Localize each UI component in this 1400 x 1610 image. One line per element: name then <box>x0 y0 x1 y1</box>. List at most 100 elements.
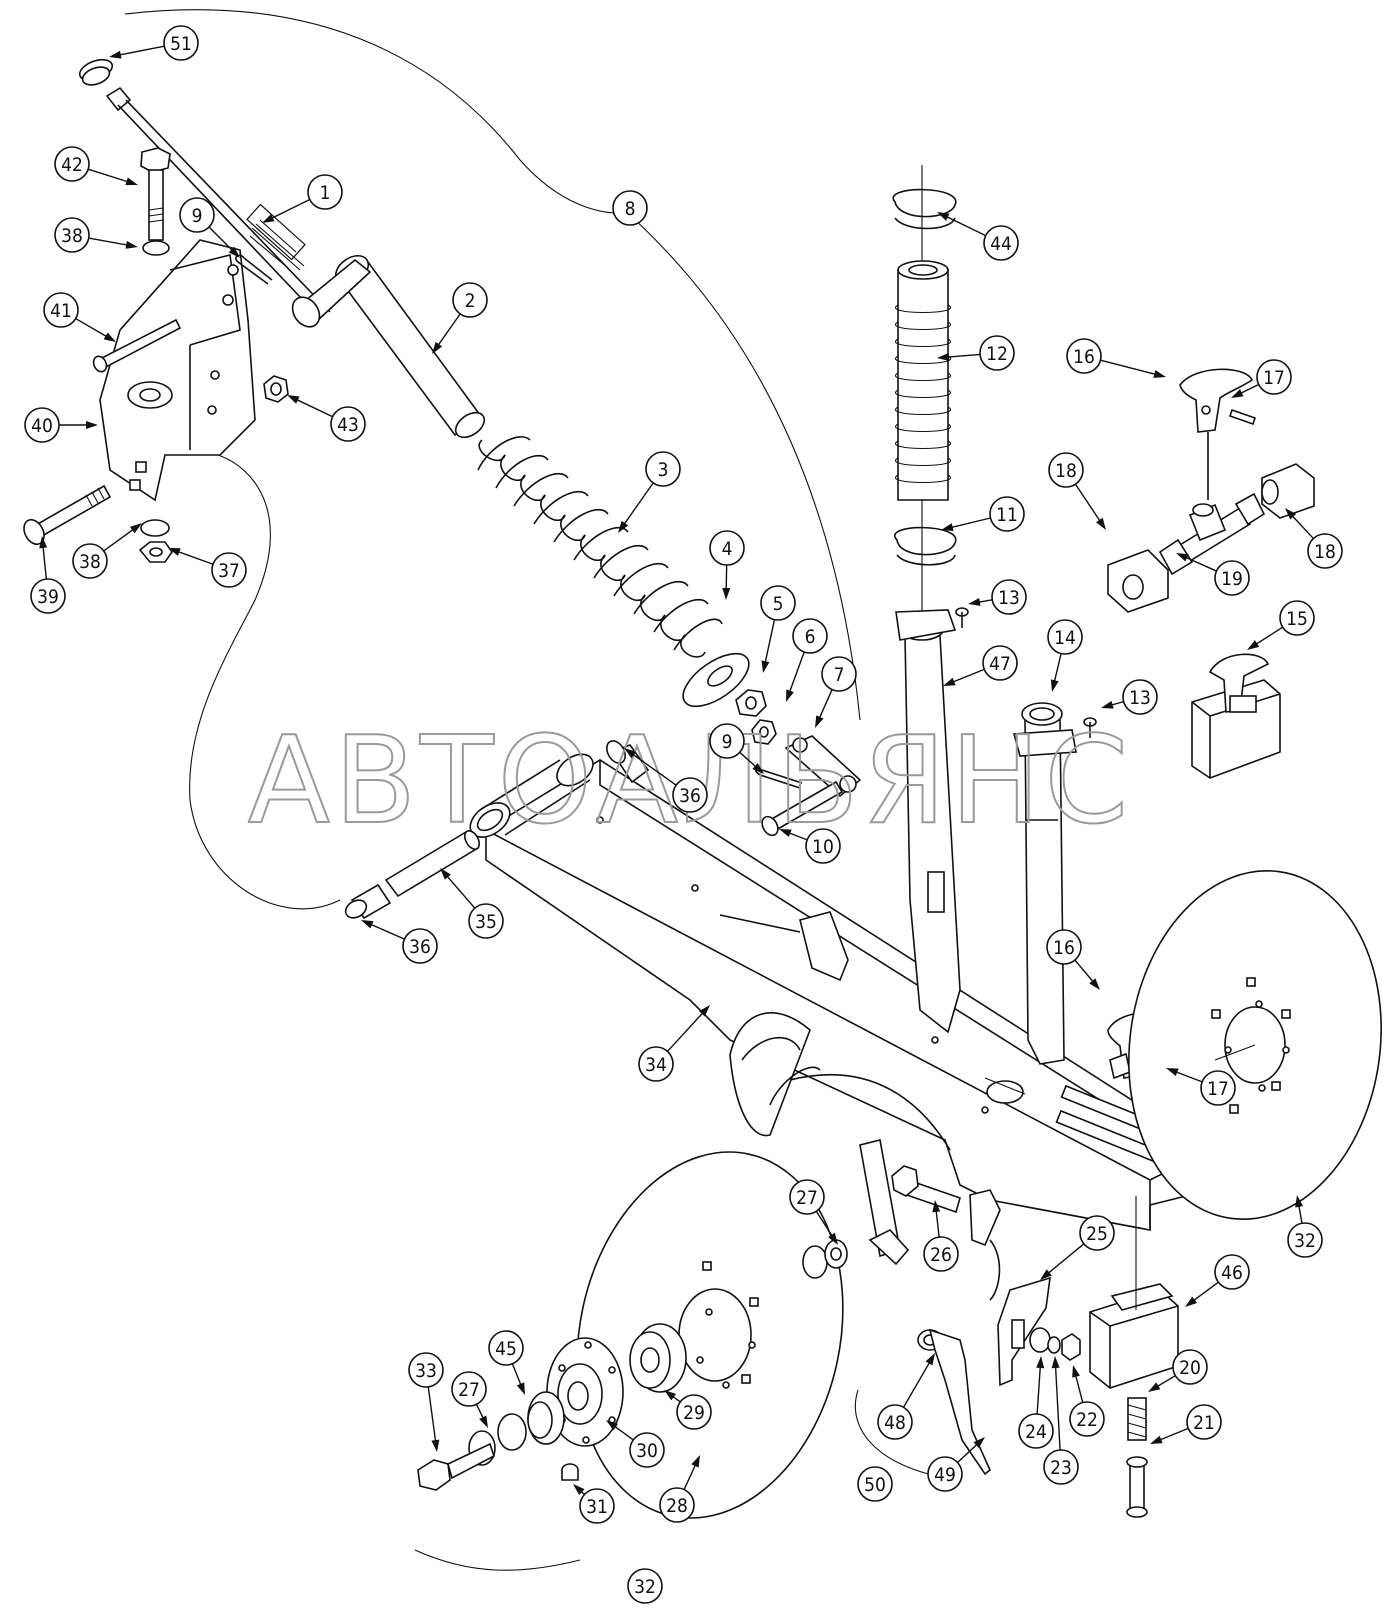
plug-31 <box>561 1463 579 1481</box>
callout-c35: 35 <box>468 903 504 939</box>
callout-circle <box>408 1352 444 1388</box>
callout-circle <box>979 335 1015 371</box>
bolt-21 <box>1126 1456 1148 1518</box>
callout-c39: 39 <box>30 578 66 614</box>
leader-c46 <box>1190 1281 1219 1303</box>
scraper-48-49 <box>917 1328 991 1476</box>
callout-circle <box>923 1236 959 1272</box>
leader-c16a <box>1100 359 1159 376</box>
leader-c23 <box>1054 1363 1061 1451</box>
callout-c22: 22 <box>1069 1401 1105 1437</box>
arrowhead-c14 <box>1050 679 1059 692</box>
leader-c39 <box>42 543 48 580</box>
arrowhead-c15 <box>1247 640 1260 650</box>
block-18-right <box>1261 463 1315 519</box>
callout-label: 38 <box>79 551 101 573</box>
arrowhead-c9a <box>228 246 240 258</box>
spring-3 <box>477 436 723 658</box>
callout-circle <box>627 1568 663 1604</box>
nut-6 <box>751 719 777 745</box>
callout-c17b: 17 <box>1200 1070 1236 1106</box>
arrowhead-c22 <box>1072 1365 1080 1378</box>
leader-c19 <box>1183 555 1217 572</box>
callout-label: 18 <box>1055 460 1077 482</box>
callout-circle <box>488 1330 524 1366</box>
arrowhead-c2 <box>432 341 443 354</box>
leader-c36a <box>630 752 677 786</box>
arrowhead-c29 <box>664 1390 677 1401</box>
callout-label: 50 <box>864 1474 886 1496</box>
leader-c9a <box>208 226 235 253</box>
callout-label: 16 <box>1053 937 1075 959</box>
tube-2 <box>291 254 486 439</box>
shaft-35 <box>384 830 481 898</box>
callout-label: 35 <box>475 911 497 933</box>
arrowhead-c27b <box>479 1415 488 1428</box>
leader-c16b <box>1074 959 1096 985</box>
callout-circle <box>1122 679 1158 715</box>
callout-circle <box>1214 1254 1250 1290</box>
latch-16-top <box>1179 368 1254 433</box>
leader-c41 <box>75 317 110 339</box>
callout-label: 4 <box>722 538 733 560</box>
arrowhead-c33 <box>431 1439 440 1452</box>
callout-c25: 25 <box>1079 1215 1115 1251</box>
nut-37 <box>138 541 173 563</box>
arrowhead-c34 <box>698 1005 710 1017</box>
callout-label: 9 <box>192 205 203 227</box>
callout-c49: 49 <box>927 1456 963 1492</box>
callout-c19: 19 <box>1214 560 1250 596</box>
callout-label: 6 <box>805 626 816 648</box>
callout-c32a: 32 <box>1287 1222 1323 1258</box>
callout-c8: 8 <box>612 190 648 226</box>
callout-c13b: 13 <box>1122 679 1158 715</box>
callout-label: 37 <box>218 560 240 582</box>
callout-label: 15 <box>1286 608 1308 630</box>
callout-label: 51 <box>170 33 192 55</box>
washer-38-top <box>142 240 170 256</box>
arrowhead-c49 <box>973 1437 985 1449</box>
bushing-36-upper <box>606 740 650 784</box>
callout-circle <box>789 1179 825 1215</box>
callout-circle <box>307 174 343 210</box>
callout-label: 23 <box>1050 1457 1072 1479</box>
callout-label: 47 <box>989 653 1011 675</box>
clamp-11 <box>893 526 957 566</box>
callout-c40: 40 <box>24 407 60 443</box>
callout-circle <box>1287 1222 1323 1258</box>
arrowhead-c17b <box>1166 1068 1179 1077</box>
leader-c33 <box>427 1386 437 1445</box>
callout-circle <box>1079 1215 1115 1251</box>
arrowhead-c18b <box>1285 508 1297 520</box>
callout-circle <box>1200 1070 1236 1106</box>
arrowhead-c25 <box>1040 1269 1052 1280</box>
callout-label: 8 <box>625 198 636 220</box>
leader-c15 <box>1253 626 1284 647</box>
callout-label: 22 <box>1076 1409 1098 1431</box>
callout-label: 13 <box>1129 687 1151 709</box>
leader-c45 <box>511 1363 523 1388</box>
group-32-bracket <box>414 1549 581 1571</box>
arrowhead-c9b <box>752 763 764 774</box>
arrowhead-c11 <box>941 523 954 532</box>
callout-circle <box>72 543 108 579</box>
callout-label: 42 <box>61 154 83 176</box>
callout-label: 49 <box>934 1464 956 1486</box>
leader-c28 <box>683 1461 698 1490</box>
callout-c20: 20 <box>1172 1349 1208 1385</box>
callout-c36a: 36 <box>672 777 708 813</box>
tube-14 <box>1012 702 1077 1065</box>
arrowhead-c16a <box>1153 370 1166 378</box>
callout-label: 28 <box>666 1495 688 1517</box>
callout-c12: 12 <box>979 335 1015 371</box>
callout-label: 7 <box>834 664 845 686</box>
callout-label: 24 <box>1025 1421 1047 1443</box>
leader-c42 <box>87 168 131 184</box>
leader-c4 <box>725 564 728 593</box>
callout-label: 13 <box>998 587 1020 609</box>
callout-c37: 37 <box>211 552 247 588</box>
spring-1 <box>246 203 306 271</box>
callout-c6: 6 <box>792 618 828 654</box>
